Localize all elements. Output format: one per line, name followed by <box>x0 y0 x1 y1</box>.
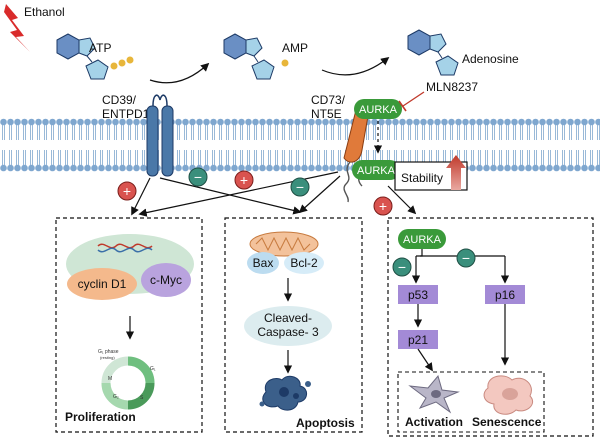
senescence-label: Senescence <box>472 415 542 429</box>
c-myc-label: c-Myc <box>150 273 182 287</box>
atp-molecule: ATP <box>56 33 134 80</box>
svg-text:−: − <box>296 179 304 195</box>
phosphate-icon <box>126 56 134 64</box>
p16-node <box>485 285 525 304</box>
p53-label: p53 <box>408 288 428 302</box>
svg-text:G₁ phase: G₁ phase <box>98 349 119 355</box>
cleaved-caspase3-node <box>244 306 332 346</box>
caspase-label-line1: Cleaved- <box>264 311 312 325</box>
purine-hexagon-icon <box>407 29 431 56</box>
cd39-label-line1: CD39/ <box>102 93 137 107</box>
signal-arrow <box>131 177 151 216</box>
aurka-panel-node <box>398 229 446 249</box>
minus-circle-icon: − <box>456 248 476 268</box>
conversion-arrow <box>149 62 210 84</box>
plus-circle-icon: + <box>234 170 254 190</box>
purine-pentagon-icon <box>429 33 447 53</box>
cd39-protein <box>146 94 174 177</box>
proliferation-title: Proliferation <box>65 410 136 424</box>
senescent-cell-icon <box>483 375 534 415</box>
p21-node <box>398 330 438 349</box>
svg-text:+: + <box>379 198 387 214</box>
svg-text:M: M <box>108 376 112 382</box>
flow-arrow <box>417 348 433 372</box>
inhibition-bar <box>398 100 407 112</box>
ribose-pentagon-icon <box>85 59 109 80</box>
svg-text:G₁: G₁ <box>150 366 156 372</box>
proliferation-panel <box>55 217 203 433</box>
aurka-membrane-node <box>354 99 402 119</box>
ribose-pentagon-icon <box>251 59 275 80</box>
svg-text:−: − <box>398 259 406 275</box>
signal-arrow <box>298 175 341 214</box>
lightning-icon <box>4 4 30 52</box>
increase-arrow-icon <box>446 155 466 190</box>
purine-pentagon-icon <box>78 37 96 57</box>
cyclin-d1-label: cyclin D1 <box>78 277 127 291</box>
purine-hexagon-icon <box>223 33 247 60</box>
mitochondria-icon <box>249 231 319 257</box>
cyclin-d1-node <box>67 268 137 300</box>
purine-pentagon-icon <box>245 37 263 57</box>
cell-membrane <box>0 118 600 172</box>
amp-label: AMP <box>282 41 308 55</box>
stability-label: Stability <box>401 171 443 185</box>
cd73-label-line1: CD73/ <box>311 93 346 107</box>
aurka-cytoplasm-node <box>352 160 400 180</box>
bax-label: Bax <box>253 256 274 270</box>
ribose-pentagon-icon <box>435 55 459 76</box>
aurka-membrane-label: AURKA <box>359 104 398 116</box>
plus-circle-icon: + <box>373 196 393 216</box>
activated-cell-icon <box>408 374 460 414</box>
c-myc-node <box>141 263 191 297</box>
p21-label: p21 <box>408 333 428 347</box>
minus-circle-icon: − <box>188 167 208 187</box>
svg-text:+: + <box>123 183 131 199</box>
cd73-label-line2: NT5E <box>311 107 342 121</box>
phosphate-icon <box>281 59 289 67</box>
outcome-box <box>397 371 545 433</box>
minus-circle-icon: − <box>290 177 310 197</box>
activation-label: Activation <box>405 415 463 429</box>
aurka-panel-label: AURKA <box>403 234 442 246</box>
caspase-label-line2: Caspase- 3 <box>257 325 319 339</box>
conversion-arrow <box>321 56 390 76</box>
inhibitor-label: MLN8237 <box>426 80 478 94</box>
plus-circle-icon: + <box>117 181 137 201</box>
cell-cycle-icon: G₁ phase (resting) G₁ S G₂ M <box>98 349 156 410</box>
minus-circle-icon: − <box>392 257 412 277</box>
p16-label: p16 <box>495 288 515 302</box>
svg-text:(resting): (resting) <box>100 355 115 360</box>
bax-node <box>247 252 279 274</box>
svg-text:−: − <box>462 250 470 266</box>
adenosine-molecule: Adenosine <box>407 29 519 76</box>
svg-text:−: − <box>194 169 202 185</box>
adenosine-label: Adenosine <box>462 52 519 66</box>
amp-molecule: AMP <box>223 33 308 80</box>
inhibition-line <box>402 91 425 107</box>
phosphate-icon <box>118 59 126 67</box>
svg-text:+: + <box>240 172 248 188</box>
svg-text:S: S <box>140 395 144 401</box>
apoptosis-panel <box>224 217 363 433</box>
purine-hexagon-icon <box>56 33 80 60</box>
senescence-panel <box>387 217 594 437</box>
p53-node <box>398 285 438 304</box>
phosphate-icon <box>110 62 118 70</box>
dna-icon <box>97 243 153 249</box>
bcl2-label: Bcl-2 <box>290 256 318 270</box>
apoptosis-title: Apoptosis <box>296 416 355 430</box>
bcl2-node <box>284 252 324 274</box>
aurka-cytoplasm-label: AURKA <box>357 165 396 177</box>
ethanol-label: Ethanol <box>24 5 65 19</box>
atp-label: ATP <box>89 41 111 55</box>
svg-text:G₂: G₂ <box>113 394 119 400</box>
signal-arrow <box>387 185 417 215</box>
cd39-label-line2: ENTPD1 <box>102 107 150 121</box>
apoptotic-cell-icon <box>259 375 311 411</box>
